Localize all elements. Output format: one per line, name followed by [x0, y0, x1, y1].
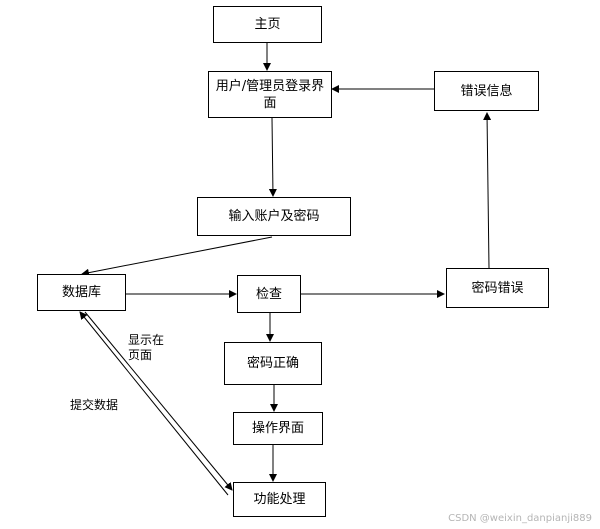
arrow-func-to-database: [79, 311, 229, 496]
arrow-pwd-wrong-to-error-info: [483, 112, 492, 269]
node-home: 主页: [213, 6, 322, 43]
watermark: CSDN @weixin_danpianji889: [448, 513, 592, 524]
node-database: 数据库: [37, 274, 126, 311]
arrow-login-to-input: [268, 117, 277, 197]
node-func: 功能处理: [233, 482, 326, 517]
arrow-database-to-func: [84, 311, 233, 491]
node-check: 检查: [237, 275, 301, 313]
node-ui: 操作界面: [233, 412, 323, 445]
arrow-input-to-database: [81, 236, 273, 277]
node-error-info: 错误信息: [434, 71, 539, 111]
node-login: 用户/管理员登录界面: [208, 71, 332, 118]
node-input: 输入账户及密码: [197, 197, 351, 236]
node-pwd-wrong: 密码错误: [446, 268, 549, 308]
label-submit-data: 提交数据: [70, 398, 119, 412]
node-pwd-right: 密码正确: [224, 342, 322, 385]
label-show-on-page: 显示在页面: [128, 333, 165, 362]
